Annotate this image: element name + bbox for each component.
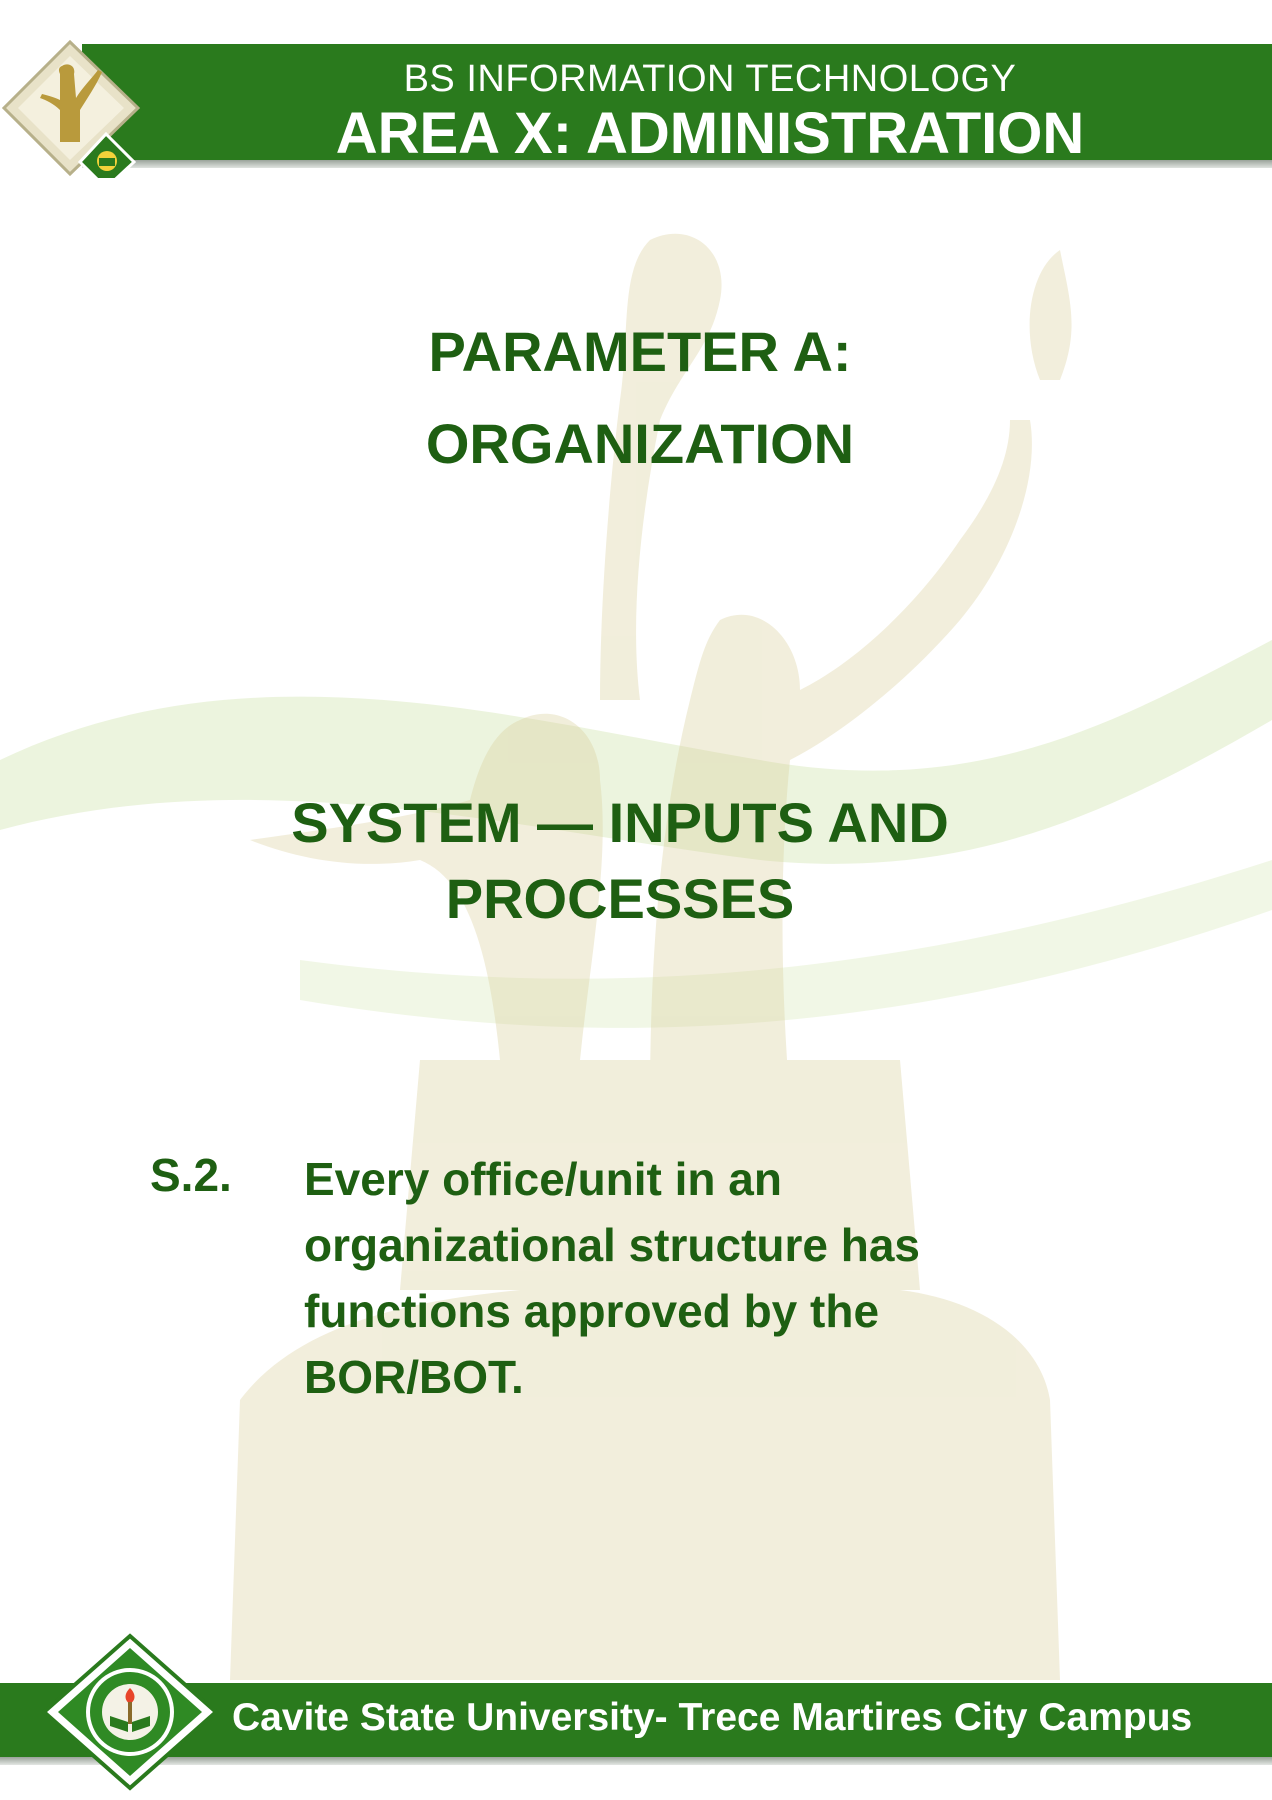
parameter-line-1: PARAMETER A: (428, 320, 852, 383)
university-seal-icon (40, 1633, 220, 1791)
standard-line: Every office/unit in an (304, 1153, 782, 1205)
standard-number: S.2. (150, 1149, 232, 1201)
system-line-1: SYSTEM — INPUTS AND (291, 791, 949, 854)
system-line-2: PROCESSES (445, 867, 795, 930)
standard-text: Every office/unit in an organizational s… (304, 1146, 1024, 1410)
parameter-heading: PARAMETER A: ORGANIZATION (330, 306, 950, 490)
header-bar (82, 44, 1272, 160)
campus-name: Cavite State University- Trece Martires … (232, 1696, 1193, 1739)
parameter-line-2: ORGANIZATION (425, 412, 855, 475)
standard-line: BOR/BOT. (304, 1351, 524, 1403)
standard-line: organizational structure has (304, 1219, 921, 1271)
program-name: BS INFORMATION TECHNOLOGY (403, 58, 1017, 100)
standard-line: functions approved by the (304, 1285, 880, 1337)
system-heading: SYSTEM — INPUTS AND PROCESSES (240, 785, 1000, 937)
footer-bar (0, 1683, 1272, 1757)
footer-divider (0, 1757, 1272, 1765)
monument-logo-icon (2, 39, 141, 178)
header-divider (82, 160, 1272, 168)
area-title: AREA X: ADMINISTRATION (335, 101, 1085, 166)
